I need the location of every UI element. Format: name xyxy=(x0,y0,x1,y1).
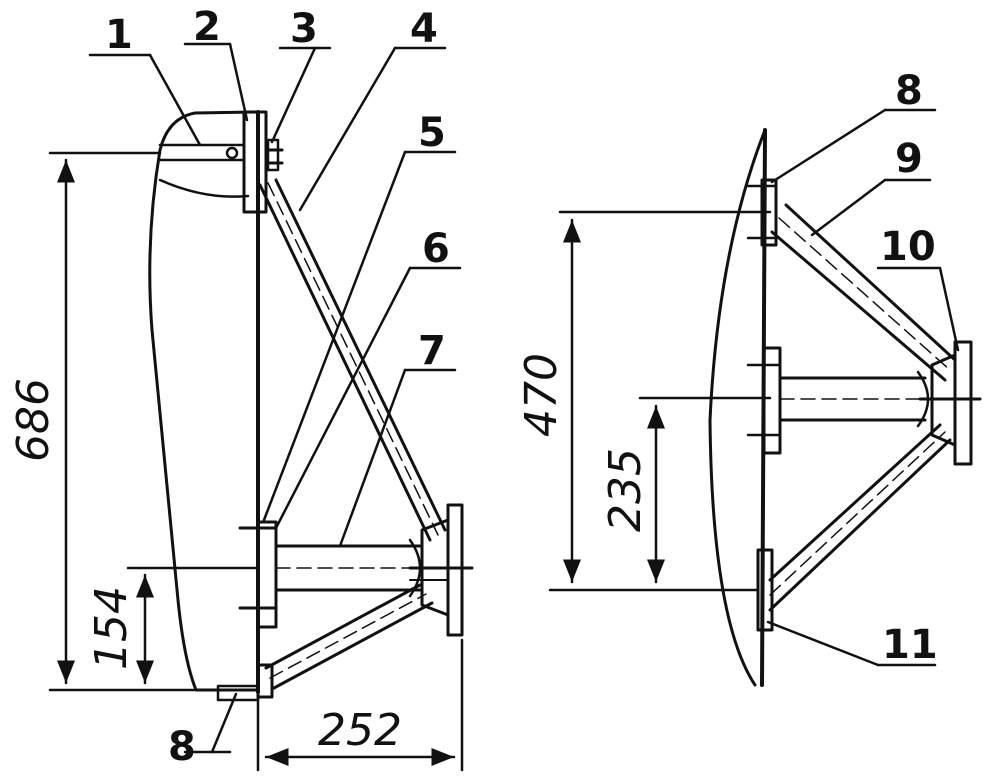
dim-235-lines xyxy=(638,396,772,584)
dim-154: 154 xyxy=(86,586,137,670)
callout-4: 4 xyxy=(410,6,438,52)
dim-252: 252 xyxy=(318,705,402,756)
right-lower-strut xyxy=(768,423,952,612)
dim-686: 686 xyxy=(8,378,59,462)
left-diagonal-strut xyxy=(258,178,447,542)
callout-3: 3 xyxy=(290,6,318,52)
dim-470: 470 xyxy=(516,353,567,437)
right-bottom-block xyxy=(756,548,774,632)
dim-686-lines xyxy=(48,151,202,692)
callout-2: 2 xyxy=(193,4,221,50)
callout-6: 6 xyxy=(422,226,450,272)
left-lower-strut xyxy=(264,583,434,690)
right-view xyxy=(548,108,982,687)
dim-252-lines xyxy=(256,638,464,772)
callout-8-right: 8 xyxy=(895,68,923,114)
left-bolt-icon xyxy=(225,146,239,160)
callout-9: 9 xyxy=(895,136,923,182)
left-hull-outline xyxy=(148,110,260,692)
right-horizontal-strut xyxy=(778,376,927,422)
callout-1: 1 xyxy=(105,12,133,58)
right-middle-block xyxy=(762,346,782,455)
right-leaders xyxy=(766,108,960,667)
left-apex-flange xyxy=(446,503,464,637)
callout-5: 5 xyxy=(418,110,446,156)
dim-154-lines xyxy=(126,566,260,685)
callout-7: 7 xyxy=(418,328,446,374)
callout-11: 11 xyxy=(882,622,938,668)
callout-8-left: 8 xyxy=(168,724,196,770)
left-view xyxy=(48,42,474,772)
right-upper-strut xyxy=(770,203,957,382)
dim-470-lines xyxy=(548,210,772,592)
left-horizontal-strut xyxy=(274,544,422,592)
callout-10: 10 xyxy=(880,224,936,270)
dim-235: 235 xyxy=(600,448,651,532)
left-base-plate xyxy=(216,684,260,702)
left-bottom-block xyxy=(256,520,278,629)
left-leaders xyxy=(88,42,462,754)
left-hull-break xyxy=(158,178,250,198)
right-hull-outline xyxy=(708,128,767,687)
right-apex-flange xyxy=(953,340,973,466)
